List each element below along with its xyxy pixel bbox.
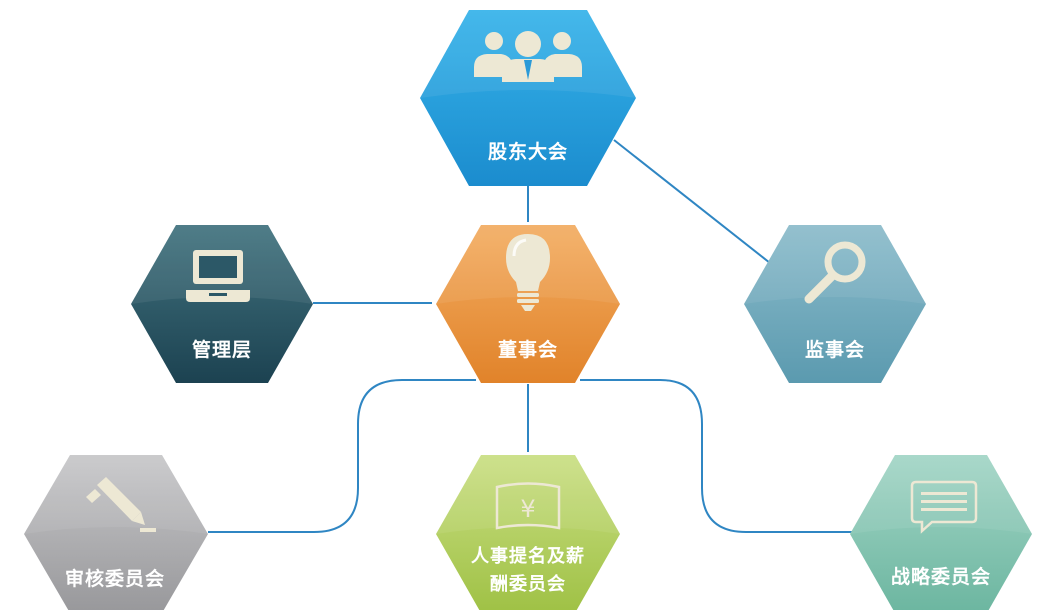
hexagon-shine <box>436 455 620 534</box>
strategy-label: 战略委员会 <box>890 566 992 588</box>
magnifier-icon <box>804 241 866 304</box>
speech-document-icon <box>910 480 978 534</box>
hexagon-audit <box>24 455 208 610</box>
laptop-icon <box>186 250 250 302</box>
nomination-label-line2: 酬委员会 <box>490 574 566 595</box>
node-board[interactable] <box>436 225 620 383</box>
hexagon-shareholders <box>420 10 636 186</box>
node-nomination[interactable]: ¥ <box>436 455 620 610</box>
nomination-label-line1: 人事提名及薪 <box>471 546 585 567</box>
connector-shareholders-supervisory <box>613 139 771 264</box>
hexagon-strategy <box>850 455 1032 610</box>
people-group-icon <box>474 31 582 82</box>
management-label: 管理层 <box>191 339 253 361</box>
board-label: 董事会 <box>497 339 559 361</box>
hexagon-shine <box>744 225 926 304</box>
hexagon-nomination <box>436 455 620 610</box>
connector-board-strategy <box>580 379 852 533</box>
hexagon-supervisory <box>744 225 926 383</box>
pencil-icon <box>86 477 156 532</box>
node-shareholders[interactable] <box>420 10 636 186</box>
hexagon-board <box>436 225 620 383</box>
node-strategy[interactable] <box>850 455 1032 610</box>
node-management[interactable] <box>131 225 313 383</box>
svg-text:¥: ¥ <box>520 495 535 523</box>
lightbulb-icon <box>506 234 550 311</box>
node-audit[interactable] <box>24 455 208 610</box>
connectors <box>208 139 852 533</box>
shareholders-label: 股东大会 <box>487 141 569 163</box>
supervisory-label: 监事会 <box>804 339 866 361</box>
hexagon-management <box>131 225 313 383</box>
connector-board-audit <box>208 379 476 533</box>
node-supervisory[interactable] <box>744 225 926 383</box>
yuan-banknote-icon: ¥ <box>495 482 561 530</box>
audit-label: 审核委员会 <box>64 568 166 590</box>
